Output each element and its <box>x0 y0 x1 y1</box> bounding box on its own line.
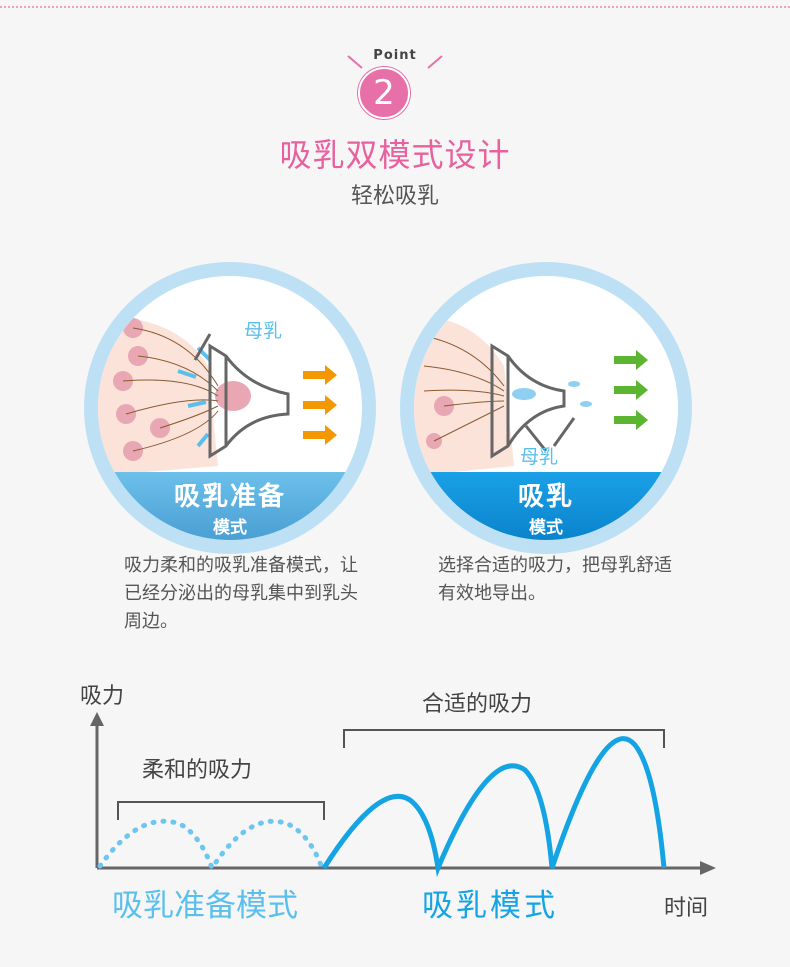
y-axis-label: 吸力 <box>80 684 125 709</box>
point-label: Point <box>373 48 417 63</box>
soft-bracket <box>117 801 325 820</box>
soft-suction-label: 柔和的吸力 <box>142 758 253 783</box>
strong-suction-label: 合适的吸力 <box>422 692 533 717</box>
pump-mode-axis-label: 吸乳模式 <box>422 888 558 924</box>
point-number-badge: 2 <box>358 67 410 119</box>
x-axis-label: 时间 <box>664 896 709 921</box>
x-axis-arrow-icon <box>700 861 716 875</box>
soft-suction-curve <box>97 818 325 874</box>
prep-mode-illustration: 母乳 吸乳准备 模式 <box>84 262 376 554</box>
milk-label: 母乳 <box>520 446 559 468</box>
top-dotted-divider <box>0 6 790 8</box>
prep-mode-band: 吸乳准备 模式 <box>98 472 362 540</box>
breast-pump-express-icon <box>414 316 648 476</box>
point-rays-icon <box>347 55 443 69</box>
prep-mode-description: 吸力柔和的吸乳准备模式，让已经分泌出的母乳集中到乳头周边。 <box>124 555 358 632</box>
page-title: 吸乳双模式设计 <box>279 136 511 174</box>
page-subtitle: 轻松吸乳 <box>350 184 439 209</box>
mode-subtitle: 模式 <box>529 518 563 538</box>
prep-mode-axis-label: 吸乳准备模式 <box>112 888 298 924</box>
mode-subtitle: 模式 <box>213 518 247 538</box>
pump-mode-band: 吸乳 模式 <box>414 472 678 540</box>
suction-graph <box>90 712 716 878</box>
milk-label: 母乳 <box>244 320 283 342</box>
mode-title: 吸乳准备 <box>173 482 286 512</box>
breast-pump-prep-icon <box>98 316 337 476</box>
pump-mode-illustration: 母乳 吸乳 模式 <box>400 262 692 554</box>
mode-title: 吸乳 <box>517 482 574 512</box>
strong-suction-curve <box>321 736 667 878</box>
y-axis-arrow-icon <box>90 712 104 726</box>
pump-mode-description: 选择合适的吸力，把母乳舒适有效地导出。 <box>438 555 672 604</box>
strong-bracket <box>343 729 665 748</box>
